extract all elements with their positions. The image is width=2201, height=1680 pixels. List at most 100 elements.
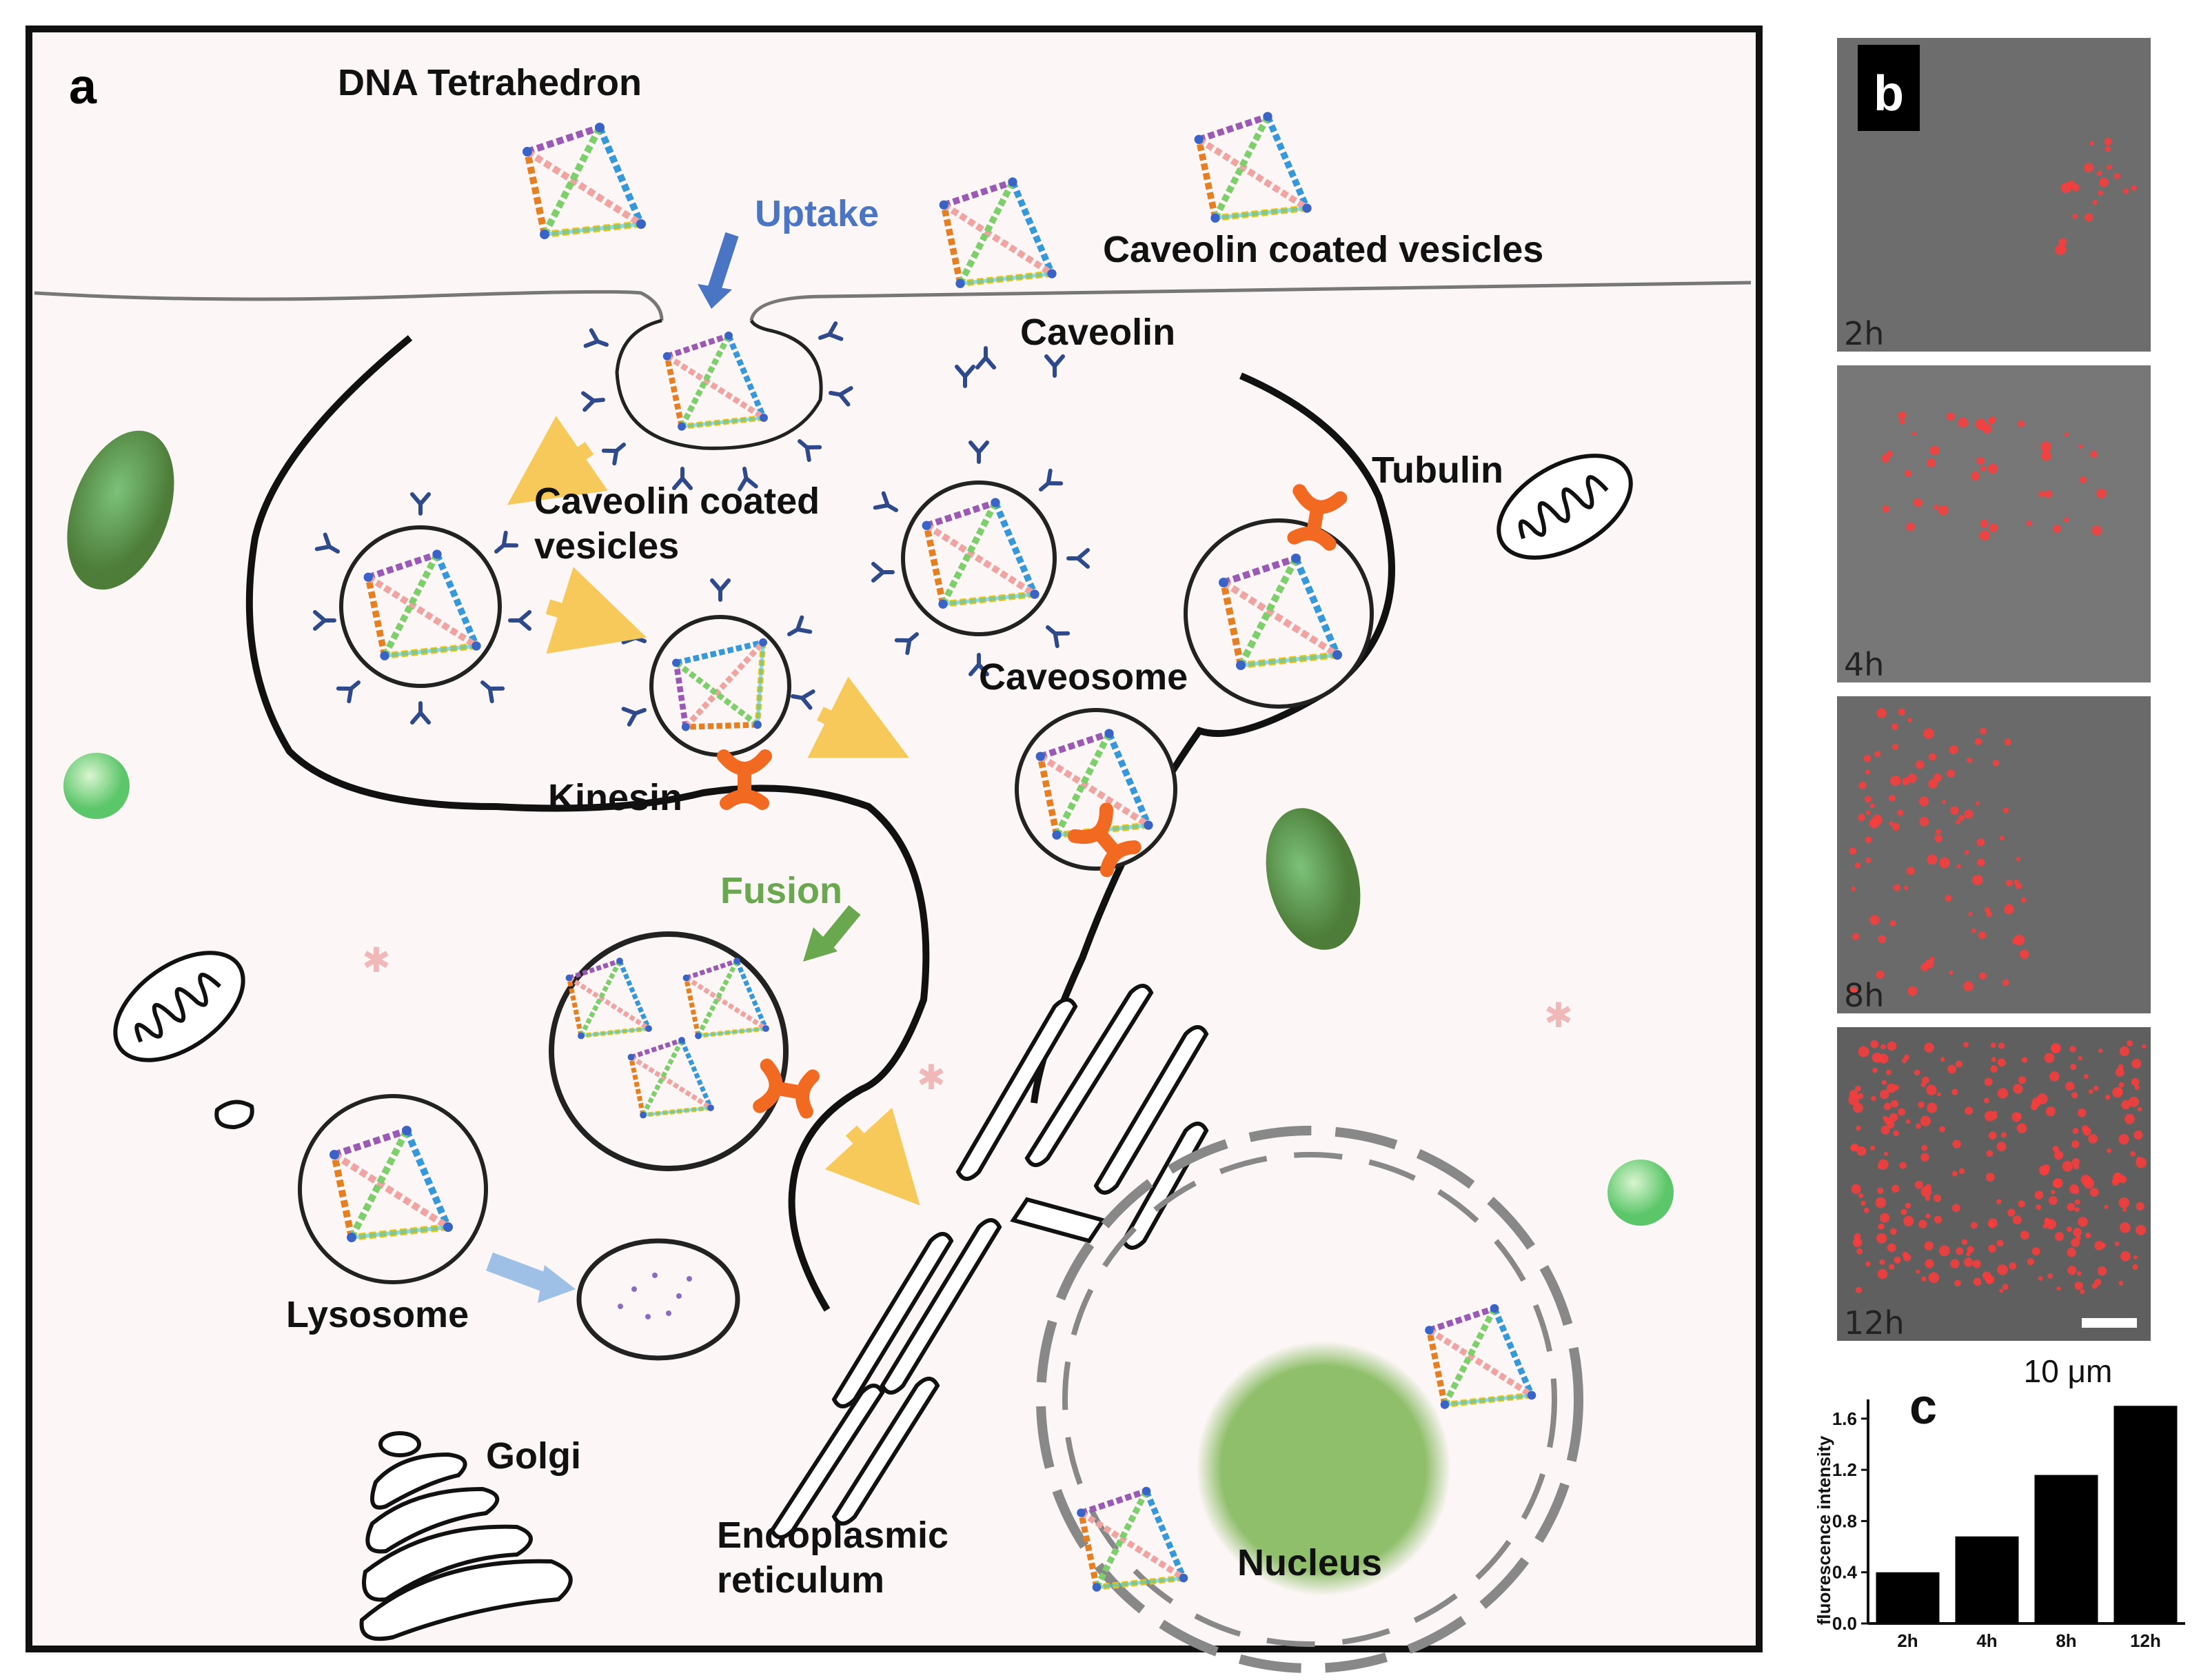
- fluorescence-spot: [2019, 949, 2029, 959]
- fluorescence-spot: [1963, 981, 1974, 992]
- fluorescence-spot: [2131, 1058, 2142, 1069]
- fluorescence-spot: [1934, 834, 1943, 843]
- fluorescence-spot: [2098, 1048, 2103, 1053]
- fluorescence-spot: [1919, 816, 1929, 827]
- fluorescence-spot: [1939, 857, 1950, 869]
- fluorescence-spot: [1903, 1215, 1914, 1226]
- fluorescence-spot: [1890, 1100, 1898, 1108]
- fluorescence-spot: [2066, 1226, 2073, 1233]
- fluorescence-spot: [1870, 1145, 1876, 1151]
- fluorescence-spot: [1955, 1060, 1963, 1068]
- fluorescence-spot: [2119, 1046, 2130, 1057]
- fluorescence-spot: [2092, 199, 2098, 205]
- fluorescence-spot: [1972, 1259, 1981, 1268]
- fluorescence-spot: [2094, 1240, 2104, 1251]
- fluorescence-spot: [1865, 1261, 1871, 1267]
- nucleolus: [1196, 1341, 1451, 1596]
- fluorescence-spot: [1905, 1202, 1911, 1209]
- fluorescence-spot: [1881, 454, 1890, 463]
- fluorescence-spot: [1879, 1259, 1885, 1265]
- scale-bar: [2082, 1318, 2137, 1328]
- fluorescence-spot: [2036, 1093, 2048, 1104]
- fluorescence-spot: [1897, 809, 1904, 816]
- fluorescence-spot: [1870, 1040, 1879, 1049]
- fluorescence-spot: [1849, 847, 1857, 855]
- fluorescence-spot: [1988, 418, 1995, 425]
- fluorescence-spot: [1997, 1058, 2006, 1067]
- fluorescence-spot: [2000, 1132, 2007, 1138]
- fluorescence-spot: [2009, 1262, 2017, 1270]
- fluorescence-spot: [1875, 1197, 1887, 1208]
- fluorescence-spot: [1988, 1244, 1996, 1253]
- fluorescence-spot: [2071, 1238, 2080, 1247]
- fluorescence-spot: [1911, 432, 1916, 436]
- fluorescence-spot: [2132, 1264, 2138, 1271]
- fluorescence-spot: [2088, 1089, 2093, 1094]
- fluorescence-spot: [2076, 1271, 2082, 1276]
- fluorescence-spot: [1890, 775, 1901, 787]
- fluorescence-spot: [1976, 838, 1985, 847]
- fluorescence-spot: [1871, 1095, 1876, 1102]
- fluorescence-spot: [2072, 214, 2078, 219]
- green-organelle: [67, 430, 174, 590]
- fluorescence-spot: [2053, 525, 2061, 534]
- fluorescence-spot: [2071, 1140, 2080, 1148]
- fluorescence-spot: [1929, 753, 1936, 761]
- fluorescence-spot: [1850, 1144, 1857, 1151]
- plasma-membrane: [34, 281, 1752, 321]
- fluorescence-spot: [2074, 1282, 2083, 1291]
- endoplasmic-reticulum: [769, 984, 1209, 1539]
- fluorescence-spot: [1980, 519, 1989, 528]
- fluorescence-spot: [2067, 1248, 2076, 1257]
- fluorescence-spot: [1876, 1233, 1887, 1244]
- fluorescence-spot: [1853, 1102, 1863, 1113]
- fluorescence-spot: [1927, 458, 1936, 467]
- fluorescence-spot: [1915, 760, 1925, 769]
- fluorescence-spot: [1927, 854, 1938, 865]
- fluorescence-spot: [2084, 163, 2094, 173]
- fluorescence-spot: [2067, 1203, 2076, 1211]
- fluorescence-spot: [1907, 986, 1918, 996]
- fluorescence-spot: [2070, 1064, 2077, 1071]
- caveolin-coated-label-1: Caveolin coated: [534, 480, 820, 522]
- fluorescence-spot: [1869, 915, 1880, 925]
- fluorescence-spot: [2127, 1040, 2133, 1046]
- coated-vesicle: [873, 443, 1088, 674]
- fluorescence-spot: [2104, 146, 2111, 152]
- panel-c-letter: c: [1909, 1379, 1937, 1435]
- fluorescence-spot: [2142, 1044, 2147, 1049]
- fluorescence-spot: [2078, 444, 2083, 449]
- fluorescence-spot: [2088, 1133, 2098, 1144]
- fluorescence-spot: [1996, 1199, 2002, 1204]
- fluorescence-spot: [2096, 170, 2102, 176]
- fluorescence-spot: [1884, 1151, 1889, 1156]
- fluorescence-spot: [2056, 1286, 2061, 1291]
- fluorescence-spot: [1987, 463, 1998, 474]
- fluorescence-spot: [2079, 476, 2087, 484]
- fluorescence-spot: [1974, 738, 1982, 746]
- fluorescence-spot: [2091, 525, 2102, 536]
- fluorescence-spot: [1858, 1046, 1869, 1057]
- fluorescence-spot: [1964, 849, 1969, 855]
- sparkle-icon: ✱: [362, 940, 391, 980]
- fluorescence-spot: [1893, 884, 1900, 891]
- fluorescence-spot: [1856, 1248, 1863, 1255]
- fluorescence-spot: [1898, 1108, 1906, 1116]
- fluorescence-spot: [1935, 829, 1942, 835]
- green-sphere: [1607, 1160, 1674, 1226]
- fluorescence-spot: [1952, 1140, 1961, 1149]
- fluorescence-spot: [1860, 1200, 1866, 1206]
- fluorescence-spot: [2107, 1148, 2111, 1153]
- fluorescence-spot: [1876, 970, 1885, 980]
- caveosome-label: Caveosome: [979, 656, 1188, 698]
- fluorescence-spot: [2133, 1130, 2143, 1140]
- fluorescence-spot: [1872, 1067, 1878, 1073]
- fluorescence-spot: [1991, 1057, 1996, 1062]
- fluorescence-spot: [1933, 505, 1939, 510]
- fluorescence-spot: [2060, 245, 2066, 252]
- fluorescence-spot: [1924, 1241, 1934, 1251]
- fluorescence-spot: [1947, 412, 1956, 421]
- fluorescence-spot: [1933, 1194, 1942, 1202]
- fluorescence-spot: [1878, 1223, 1885, 1230]
- fluorescence-spot: [1925, 1213, 1931, 1219]
